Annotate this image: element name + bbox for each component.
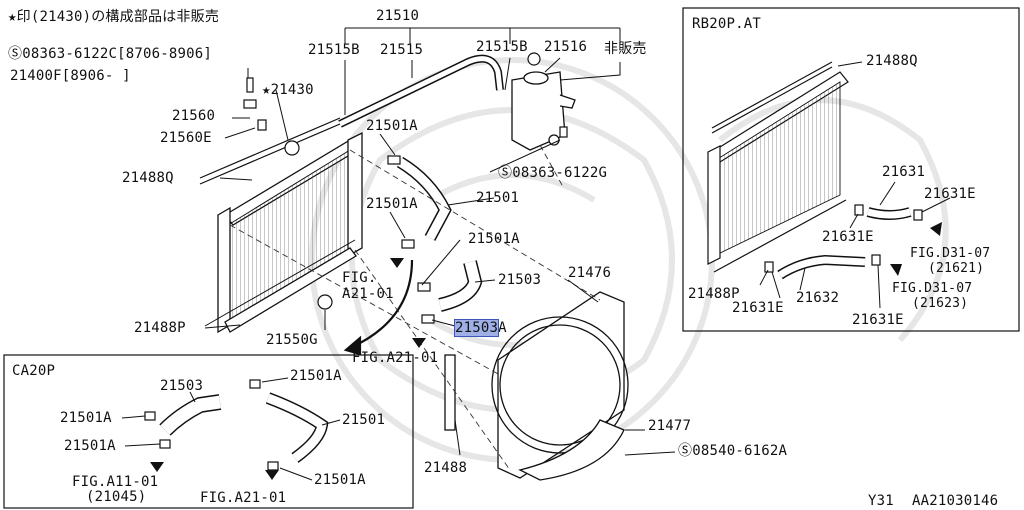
label-21516[interactable]: 21516 — [544, 39, 588, 55]
radiator-main — [199, 117, 363, 334]
label-21476[interactable]: 21476 — [568, 265, 612, 281]
label-fig-upper[interactable]: FIG. — [342, 270, 377, 286]
rb20p-label-21631E-3[interactable]: 21631E — [732, 300, 784, 316]
rb20p-label-21488P[interactable]: 21488P — [688, 286, 740, 302]
label-21550G[interactable]: 21550G — [266, 332, 318, 348]
label-21503A[interactable]: 21503A — [453, 319, 507, 337]
ca20p-frame — [3, 354, 414, 509]
reservoir-tank — [511, 71, 576, 151]
label-21477[interactable]: 21477 — [648, 418, 692, 434]
label-fig-upper-2[interactable]: A21-01 — [342, 286, 394, 302]
rb20p-frame — [682, 7, 1020, 332]
label-21515[interactable]: 21515 — [380, 42, 424, 58]
rb20p-label-fig-d31-07-a[interactable]: FIG.D31-07 — [910, 246, 991, 261]
highlighted-part-number[interactable]: 21503 — [453, 319, 500, 337]
label-bolt-08363-6122C[interactable]: Ⓢ08363-6122C[8706-8906] — [8, 46, 213, 62]
label-not-for-sale: 非販売 — [604, 41, 647, 57]
rb20p-label-fig-d31-07-a-sub: (21621) — [928, 261, 985, 276]
hose-clamps — [243, 52, 568, 324]
ca20p-label-21501A-2[interactable]: 21501A — [64, 438, 116, 454]
label-21501A-right[interactable]: 21501A — [468, 231, 520, 247]
rb20p-label-fig-d31-07-b[interactable]: FIG.D31-07 — [892, 281, 973, 296]
rb20p-label-fig-d31-07-b-sub: (21623) — [912, 296, 969, 311]
fig-arrow-main — [343, 259, 414, 356]
label-bolt-08363-6122G[interactable]: Ⓢ08363-6122G — [498, 165, 608, 181]
rb20p-clamps — [764, 204, 923, 273]
ca20p-title: CA20P — [12, 363, 56, 379]
rb20p-arrows — [890, 222, 942, 276]
rb20p-label-21631[interactable]: 21631 — [882, 164, 926, 180]
hose-21503-main — [438, 260, 483, 312]
label-21430[interactable]: ★21430 — [262, 82, 314, 98]
label-21515B-right[interactable]: 21515B — [476, 39, 528, 55]
label-21501A-top[interactable]: 21501A — [366, 118, 418, 134]
label-21501[interactable]: 21501 — [476, 190, 520, 206]
fan-shroud — [444, 291, 629, 481]
rb20p-leaders — [759, 61, 951, 309]
label-21488Q[interactable]: 21488Q — [122, 170, 174, 186]
ca20p-label-21501A-3[interactable]: 21501A — [290, 368, 342, 384]
rb20p-label-21488Q[interactable]: 21488Q — [866, 53, 918, 69]
footer-code: AA21030146 — [912, 493, 999, 509]
ca20p-label-fig-a11-sub: (21045) — [86, 489, 147, 505]
rb20p-label-21631E-1[interactable]: 21631E — [924, 186, 976, 202]
ca20p-hoses — [159, 392, 329, 463]
black-arrows-main — [390, 258, 426, 348]
ca20p-leaders — [121, 377, 341, 481]
header-note: ★印(21430)の構成部品は非販売 — [8, 9, 220, 25]
label-21503[interactable]: 21503 — [498, 272, 542, 288]
rb20p-label-21632[interactable]: 21632 — [796, 290, 840, 306]
ca20p-label-21501A-1[interactable]: 21501A — [60, 410, 112, 426]
rb20p-label-21631E-2[interactable]: 21631E — [822, 229, 874, 245]
label-21560E[interactable]: 21560E — [160, 130, 212, 146]
label-21488[interactable]: 21488 — [424, 460, 468, 476]
ca20p-label-21501A-4[interactable]: 21501A — [314, 472, 366, 488]
label-21510[interactable]: 21510 — [376, 8, 420, 24]
leader-lines-main — [204, 27, 676, 456]
label-21515B-left[interactable]: 21515B — [308, 42, 360, 58]
rb20p-hoses — [777, 207, 912, 280]
ca20p-arrows — [150, 462, 279, 480]
part-suffix: A — [498, 320, 507, 336]
label-21501A-mid[interactable]: 21501A — [366, 196, 418, 212]
ca20p-label-fig-a21-01[interactable]: FIG.A21-01 — [200, 490, 287, 506]
label-21488P[interactable]: 21488P — [134, 320, 186, 336]
guide-lines — [229, 144, 601, 471]
footer-model: Y31 — [868, 493, 894, 509]
rb20p-title: RB20P.AT — [692, 16, 762, 32]
label-fig-a21-01-lower[interactable]: FIG.A21-01 — [352, 350, 439, 366]
label-21560[interactable]: 21560 — [172, 108, 216, 124]
ca20p-label-fig-a11-01[interactable]: FIG.A11-01 — [72, 474, 159, 490]
ca20p-label-21501[interactable]: 21501 — [342, 412, 386, 428]
upper-hose-21515 — [338, 54, 504, 128]
radiator-rb20p — [707, 61, 849, 273]
ca20p-label-21503[interactable]: 21503 — [160, 378, 204, 394]
rb20p-label-21631E-4[interactable]: 21631E — [852, 312, 904, 328]
hose-21501-main — [396, 156, 452, 241]
label-21400F[interactable]: 21400F[8906- ] — [10, 68, 131, 84]
label-bolt-08540-6162A[interactable]: Ⓢ08540-6162A — [678, 443, 788, 459]
